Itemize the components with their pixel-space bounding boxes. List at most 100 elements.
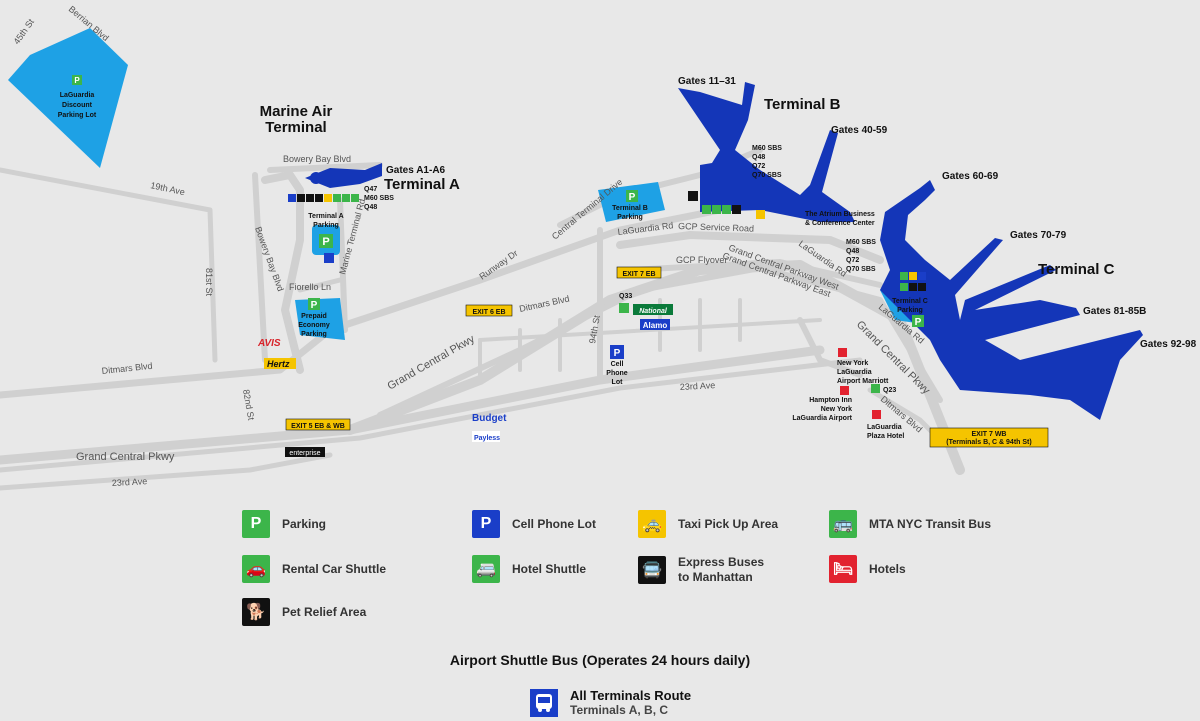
road-81st-st: 81st St	[204, 268, 214, 297]
legend-rental-label: Rental Car Shuttle	[282, 561, 387, 576]
shuttle-bus-icon	[530, 688, 558, 717]
bus-q33: Q33	[619, 293, 632, 300]
terminal-c-label: Terminal C	[1038, 261, 1115, 278]
atrium-label-1: The Atrium Business	[805, 211, 875, 218]
prepaid-parking-lot	[295, 298, 345, 340]
plaza-label-2: Plaza Hotel	[867, 433, 904, 440]
terminal-a-label: Terminal A	[384, 176, 460, 193]
bus-b-3: Q72	[752, 163, 765, 170]
prepaid-parking-label-2: Economy	[298, 322, 330, 329]
gates-c1-label: Gates 60-69	[942, 171, 999, 182]
hampton-label-2: New York	[821, 406, 852, 413]
gates-b2-label: Gates 40-59	[831, 125, 888, 136]
gates-b1-label: Gates 11–31	[678, 76, 736, 87]
mta-bus-icon: 🚌	[829, 510, 857, 538]
discount-parking-label-2: Discount	[62, 102, 93, 109]
road-gcp-west: Grand Central Pkwy	[76, 451, 175, 463]
gates-a-label: Gates A1-A6	[386, 165, 446, 176]
bus-b-2: Q48	[752, 154, 765, 161]
marine-air-terminal-label-1: Marine Air	[260, 103, 333, 120]
road-45th-st: 45th St	[11, 17, 36, 47]
express-bus-icon: 🚍	[638, 556, 666, 584]
terminal-b-building	[678, 82, 855, 222]
shuttle-route-terminals: Terminals A, B, C	[570, 703, 669, 717]
terminal-a-shuttle-icon	[324, 253, 334, 263]
terminal-a-parking-label-1: Terminal A	[308, 213, 343, 220]
exit-7wb-label-2: (Terminals B, C & 94th St)	[946, 439, 1031, 446]
legend-hotels-label: Hotels	[869, 561, 906, 576]
legend-hotels: 🛏 Hotels	[829, 555, 906, 583]
terminal-c-parking-label-2: Parking	[897, 307, 923, 314]
payless-logo-bg	[472, 431, 500, 442]
gates-c3-label: Gates 81-85B	[1083, 306, 1146, 317]
road-23rd-ave-mid: 23rd Ave	[680, 380, 716, 392]
payless-logo: Payless	[474, 435, 500, 442]
road-ditmars-mid: Ditmars Blvd	[518, 294, 570, 314]
exit-6-sign-bg	[465, 304, 513, 317]
road-94th-st: 94th St	[587, 314, 602, 344]
legend-express-line-2: to Manhattan	[678, 570, 753, 584]
alamo-logo-bg	[640, 319, 670, 330]
hotel-icon: 🛏	[829, 555, 857, 583]
road-23rd-ave: 23rd Ave	[112, 476, 148, 488]
legend-hotel-shuttle-label: Hotel Shuttle	[512, 561, 586, 576]
road-19th-ave: 19th Ave	[150, 180, 186, 197]
enterprise-logo: enterprise	[289, 450, 320, 457]
alamo-logo: Alamo	[643, 321, 668, 330]
cell-phone-lot-icon	[610, 345, 624, 359]
terminal-b-parking-icon	[626, 190, 638, 202]
bus-c-2: Q48	[846, 248, 859, 255]
national-logo-bg	[633, 304, 673, 315]
terminal-a-parking-label-2: Parking	[313, 222, 339, 229]
cell-phone-lot-label-2: Phone	[606, 370, 627, 377]
hotel-hampton-icon	[840, 386, 849, 395]
prepaid-parking-label-1: Prepaid	[301, 313, 327, 320]
hampton-label-1: Hampton Inn	[809, 397, 852, 404]
bus-a-1: Q47	[364, 186, 377, 193]
svg-text:P: P	[629, 192, 636, 203]
legend-rental: 🚗 Rental Car Shuttle	[242, 555, 386, 583]
terminal-c-building	[880, 180, 1143, 420]
terminal-a-building	[305, 163, 382, 188]
bus-a-2: M60 SBS	[364, 195, 394, 202]
avis-logo: AVIS	[257, 338, 281, 349]
shuttle-route-name: All Terminals Route	[570, 688, 692, 703]
discount-parking-icon	[72, 75, 82, 85]
enterprise-logo-bg	[285, 447, 325, 457]
prepaid-parking-icon	[308, 298, 320, 310]
marriott-label-2: LaGuardia	[837, 369, 872, 376]
terminal-c-parking-label-1: Terminal C	[892, 298, 928, 305]
road-gcp-flyover: GCP Flyover	[676, 255, 727, 265]
bus-b-4: Q70 SBS	[752, 172, 782, 179]
terminal-a-services-icons	[288, 194, 359, 202]
road-bowery-bay-blvd: Bowery Bay Blvd	[283, 154, 351, 164]
airport-map: P LaGuardia Discount Parking Lot 45th St…	[0, 4, 1197, 491]
exit-7-label: EXIT 7 EB	[622, 271, 655, 278]
legend-cell-phone-label: Cell Phone Lot	[512, 516, 596, 531]
svg-text:P: P	[614, 348, 621, 359]
cell-phone-lot-label-1: Cell	[611, 361, 624, 368]
hotel-shuttle-icon: 🚐	[472, 555, 500, 583]
bus-q23: Q23	[883, 387, 896, 394]
taxi-icon: 🚕	[638, 510, 666, 538]
road-fiorello-ln: Fiorello Ln	[289, 282, 331, 292]
legend-cell-phone: P Cell Phone Lot	[472, 510, 596, 538]
hotel-marriott-icon	[838, 348, 847, 357]
terminal-b-parking-label-2: Parking	[617, 214, 643, 221]
svg-text:P: P	[915, 317, 922, 328]
road-laguardia-rd: LaGuardia Rd	[617, 220, 674, 237]
exit-7wb-label-1: EXIT 7 WB	[971, 431, 1006, 438]
exit-7-sign-bg	[616, 266, 662, 279]
svg-text:P: P	[74, 76, 80, 85]
hertz-logo-bg	[264, 358, 296, 369]
legend-taxi: 🚕 Taxi Pick Up Area	[638, 510, 778, 538]
terminal-a-parking-icon	[319, 234, 333, 248]
exit-7wb-sign-bg	[929, 427, 1049, 448]
legend-pet: 🐕 Pet Relief Area	[242, 598, 366, 626]
gates-c2-label: Gates 70-79	[1010, 230, 1067, 241]
shuttle-title: Airport Shuttle Bus (Operates 24 hours d…	[449, 652, 751, 668]
budget-logo: Budget	[472, 413, 507, 424]
marriott-label-3: Airport Marriott	[837, 378, 889, 385]
gates-c4-label: Gates 92-98	[1140, 339, 1197, 350]
discount-parking-lot	[8, 28, 128, 168]
